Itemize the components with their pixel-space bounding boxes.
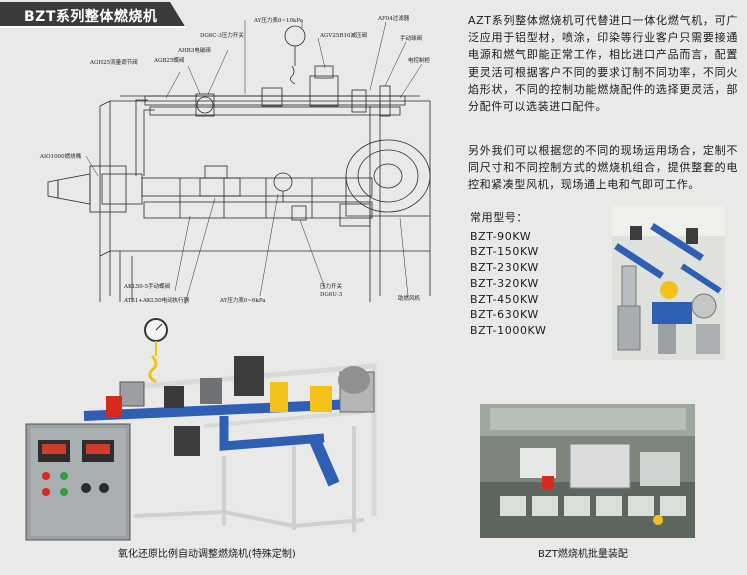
callout-solenoid-valve: AHB3电磁阀 <box>178 48 211 54</box>
callout-flow-valve: AGH25流量调节阀 <box>90 60 138 66</box>
callout-manual-ball-valve: 手动球阀 <box>400 36 423 42</box>
caption-main-photo: 氧化还原比例自动调整燃烧机(特殊定制) <box>118 549 296 560</box>
caption-batch-photo: BZT燃烧机批量装配 <box>538 549 628 560</box>
model-item: BZT-1000KW <box>470 323 547 337</box>
callout-pressure-switch-top: DG6C-3压力开关 <box>200 33 244 39</box>
description-paragraph-2: 另外我们可以根据您的不同的现场运用场合，定制不同尺寸和不同控制方式的燃烧机组合，… <box>468 144 738 192</box>
callout-butterfly-valve: AGB25蝶阀 <box>154 58 185 64</box>
callout-manual-butterfly: AKL50-5手动蝶阀 <box>124 284 171 290</box>
main-burner-illustration <box>25 318 377 541</box>
description-paragraph-1: AZT系列整体燃烧机可代替进口一体化燃气机，可广泛应用于铝型材，喷涂，印染等行业… <box>468 14 738 114</box>
title-tab-shape <box>0 2 186 28</box>
model-item: BZT-450KW <box>470 292 539 306</box>
product-photo-piping <box>612 206 725 360</box>
main-burner-photo <box>24 316 388 542</box>
callout-pressure-switch-model: DG6U-3 <box>320 292 343 298</box>
model-item: BZT-90KW <box>470 229 532 243</box>
batch-assembly-illustration <box>480 404 695 538</box>
callout-gauge-6kpa: AY压力表0~6kPa <box>220 298 266 304</box>
page-title-tab: BZT系列整体燃烧机 <box>0 2 186 28</box>
burner-line-diagram: AY压力表0~10kPa AF04过滤器 DG6C-3压力开关 AGV25R10… <box>40 6 440 306</box>
callout-pressure-switch: 压力开关 <box>320 284 343 290</box>
piping-photo-illustration <box>612 206 725 360</box>
model-item: BZT-630KW <box>470 308 539 322</box>
callout-actuator: AT51+AKL50电动执行器 <box>124 298 190 304</box>
page-title: BZT系列整体燃烧机 <box>24 9 158 25</box>
callout-filter: AF04过滤器 <box>378 16 410 22</box>
callout-blower: 助燃风机 <box>398 296 421 302</box>
model-item: BZT-230KW <box>470 261 539 275</box>
burner-schematic <box>47 20 431 305</box>
model-item: BZT-150KW <box>470 245 539 259</box>
callout-reducing-valve: AGV25R10减压阀 <box>320 33 367 39</box>
callout-control-cabinet: 电控制柜 <box>408 58 431 64</box>
callout-burner-nozzle: AIO1000燃烧嘴 <box>40 154 82 160</box>
model-list-heading: 常用型号： <box>470 211 528 224</box>
batch-assembly-photo <box>480 404 695 538</box>
model-item: BZT-320KW <box>470 276 539 290</box>
model-list: 常用型号： BZT-90KW BZT-150KW BZT-230KW BZT-3… <box>470 210 610 339</box>
callout-gauge-10kpa: AY压力表0~10kPa <box>254 18 304 24</box>
